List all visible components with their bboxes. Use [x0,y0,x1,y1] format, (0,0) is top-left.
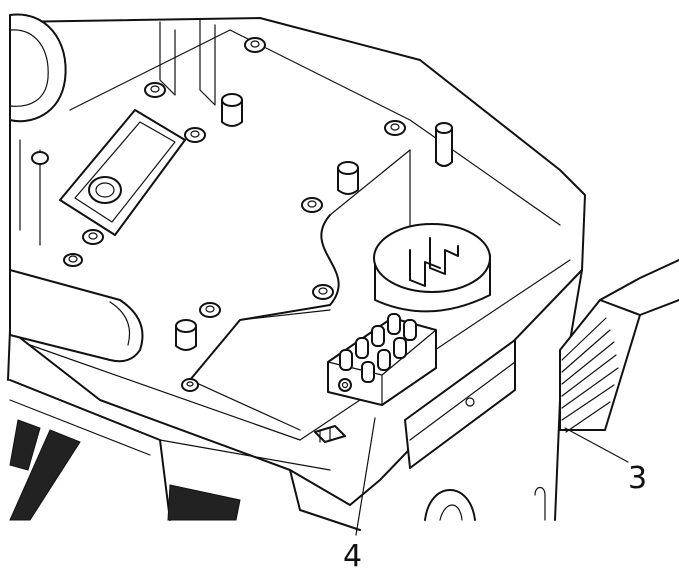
terminal-pin [371,325,385,347]
rounded-foot [424,486,546,521]
ribs [19,19,216,246]
screw [144,82,166,98]
terminal-pin [377,349,391,371]
callout-label-4: 4 [343,539,362,571]
leader-line-3 [564,427,629,463]
terminal-block [327,313,437,406]
terminal-pin [361,361,375,383]
vented-base [9,379,331,521]
screw [312,284,334,300]
terminal-pin [355,337,369,359]
leader-lines [355,417,629,536]
screw [63,253,83,267]
housing-body [7,17,586,531]
screws [31,37,406,392]
terminal-pin [387,313,401,335]
control-knob [9,13,67,123]
screw [184,127,206,143]
screw [384,120,406,136]
boss [337,161,359,195]
cable-strain-relief [559,259,679,433]
battery-pocket [59,109,186,236]
screw [82,229,104,245]
side-bracket [404,339,516,469]
screw [31,151,49,165]
screw [199,302,221,318]
leader-line-4 [355,417,376,536]
capacitor [373,223,491,313]
screw [181,378,199,392]
terminal-pin [403,319,417,341]
boss [175,319,197,351]
terminal-pin [393,337,407,359]
handle-bar [9,269,144,363]
terminal-pin [339,349,353,371]
boss [435,122,453,167]
bosses [175,93,453,351]
boss [221,93,243,127]
wire-clip [314,425,346,443]
screw [301,197,323,213]
screw [244,37,266,53]
callout-label-3: 3 [628,461,647,496]
tray-floor [69,29,561,431]
